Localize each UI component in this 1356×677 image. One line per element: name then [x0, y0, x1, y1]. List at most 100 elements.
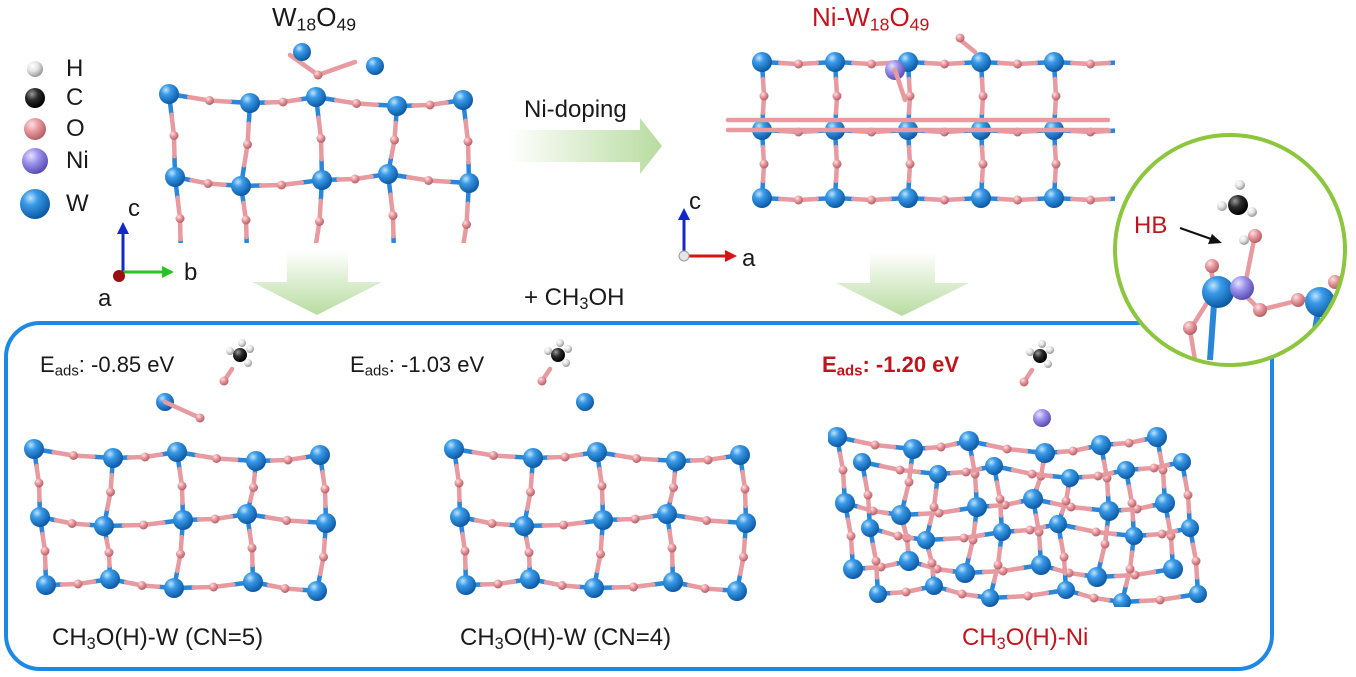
- oxygen-atom: [423, 259, 432, 268]
- tungsten-atom: [835, 493, 855, 513]
- oxygen-atom: [1068, 446, 1078, 456]
- title-w18o49: W18O49: [272, 2, 357, 35]
- oxygen-atom: [73, 579, 83, 589]
- tungsten-atom: [1031, 555, 1051, 575]
- oxygen-atom: [1025, 525, 1035, 535]
- oxygen-atom: [832, 159, 842, 169]
- carbon-atom: [1228, 195, 1248, 215]
- oxygen-atom: [390, 135, 399, 145]
- oxygen-atom: [40, 546, 50, 556]
- oxygen-atom: [462, 220, 471, 229]
- oxygen-atom: [195, 413, 205, 423]
- oxygen-atom: [489, 451, 498, 460]
- oxygen-atom: [177, 481, 187, 491]
- oxygen-atom: [1023, 591, 1033, 601]
- oxygen-atom: [893, 531, 903, 541]
- oxygen-atom: [425, 100, 435, 110]
- tungsten-atom: [240, 93, 260, 113]
- tungsten-atom: [159, 84, 179, 104]
- tungsten-atom: [1099, 501, 1119, 521]
- tungsten-atom: [316, 513, 336, 533]
- oxygen-atom: [867, 195, 876, 205]
- tungsten-atom: [444, 439, 464, 459]
- hydrogen-atom: [238, 339, 246, 347]
- tungsten-atom: [1117, 461, 1135, 479]
- oxygen-atom: [210, 514, 220, 524]
- zoom-circle-bg: [1115, 135, 1345, 365]
- tungsten-atom: [36, 575, 56, 595]
- tungsten-atom: [450, 256, 470, 276]
- legend-o-icon: [24, 118, 46, 140]
- tungsten-atom: [366, 57, 384, 75]
- oxygen-atom: [1125, 160, 1134, 169]
- oxygen-atom: [104, 548, 114, 557]
- tungsten-atom: [1189, 585, 1207, 603]
- tungsten-atom: [456, 575, 476, 595]
- oxygen-atom: [934, 508, 944, 518]
- tungsten-atom: [1113, 593, 1131, 607]
- oxygen-atom: [1127, 498, 1137, 508]
- oxygen-atom: [277, 180, 286, 190]
- oxygen-atom: [1248, 229, 1262, 243]
- oxygen-atom: [1089, 593, 1099, 603]
- oxygen-atom: [526, 487, 535, 497]
- oxygen-atom: [998, 566, 1008, 576]
- tungsten-atom: [1044, 188, 1064, 208]
- tungsten-atom: [981, 589, 999, 607]
- hydrogen-atom: [246, 345, 254, 353]
- tungsten-atom: [869, 585, 887, 603]
- oxygen-atom: [978, 159, 988, 169]
- tungsten-atom: [307, 581, 327, 601]
- hydrogen-atom: [1046, 346, 1054, 354]
- oxygen-atom: [316, 134, 326, 143]
- oxygen-atom: [838, 465, 848, 475]
- oxygen-atom: [1051, 159, 1061, 169]
- tungsten-atom: [1173, 453, 1191, 471]
- zoom-circle: [1113, 133, 1347, 367]
- oxygen-atom: [905, 159, 915, 169]
- tungsten-atom: [657, 504, 677, 524]
- oxygen-atom: [139, 520, 148, 530]
- tungsten-atom: [666, 451, 686, 471]
- oxygen-atom: [632, 454, 641, 463]
- axis-triad-right: [678, 208, 737, 262]
- oxygen-atom: [1205, 259, 1219, 273]
- tungsten-atom: [971, 52, 991, 72]
- oxygen-atom: [895, 465, 905, 475]
- tungsten-atom: [736, 513, 756, 533]
- adsorption-frame: [4, 321, 1274, 671]
- tungsten-atom: [1061, 469, 1079, 487]
- tungsten-atom: [237, 244, 257, 264]
- oxygen-atom: [278, 97, 288, 107]
- tungsten-atom: [898, 188, 918, 208]
- oxygen-atom: [596, 549, 605, 559]
- oxygen-atom: [460, 546, 470, 556]
- axis-label-c-right: c: [689, 188, 701, 215]
- oxygen-atom: [1253, 303, 1267, 317]
- oxygen-atom: [940, 195, 949, 205]
- oxygen-atom: [1086, 195, 1095, 205]
- down-arrow-left: [252, 250, 382, 315]
- title-ni-w18o49: Ni-W18O49: [812, 2, 930, 35]
- tungsten-atom: [167, 442, 187, 462]
- hydrogen-atom: [1044, 360, 1052, 368]
- oxygen-atom: [1013, 195, 1022, 205]
- oxygen-atom: [1291, 293, 1305, 307]
- oxygen-atom: [1191, 556, 1201, 566]
- tungsten-atom: [94, 516, 114, 536]
- hydrogen-atom: [1239, 235, 1249, 245]
- eads-label-3: Eads: -1.20 eV: [822, 352, 960, 380]
- oxygen-atom: [210, 255, 219, 264]
- oxygen-atom: [493, 579, 503, 589]
- oxygen-atom: [241, 215, 251, 225]
- oxygen-atom: [1086, 59, 1095, 69]
- oxygen-atom: [1013, 59, 1022, 69]
- tungsten-atom: [1202, 276, 1234, 308]
- tungsten-atom: [1117, 52, 1137, 72]
- hydrogen-atom: [1026, 348, 1034, 356]
- hydrogen-atom: [1247, 207, 1257, 217]
- carbon-atom: [233, 348, 247, 362]
- oxygen-atom: [1019, 377, 1029, 387]
- tungsten-atom: [752, 188, 772, 208]
